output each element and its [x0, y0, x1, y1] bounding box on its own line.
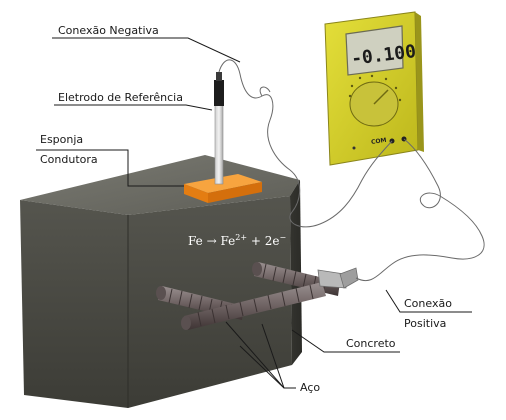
label-positive-line1: Conexão	[404, 297, 452, 310]
positive-clamp	[317, 267, 359, 289]
eq-plus: +	[250, 234, 261, 248]
eq-electrons: 2e	[264, 234, 280, 248]
label-positive-line2: Positiva	[404, 317, 447, 330]
concrete-top-face	[20, 155, 300, 215]
label-sponge-line2: Condutora	[40, 153, 98, 166]
label-sponge-line1: Esponja	[40, 133, 84, 146]
oxidation-equation: Fe → Fe2+ + 2e−	[188, 233, 286, 248]
eq-reactant: Fe	[188, 234, 203, 248]
multimeter-display	[345, 25, 404, 76]
label-reference-electrode: Eletrodo de Referência	[58, 91, 183, 104]
eq-charge: 2+	[235, 233, 248, 242]
steel-rebars	[156, 262, 340, 330]
leader-steel-2	[261, 323, 285, 389]
concrete-front-face	[20, 200, 128, 408]
leader-lines	[36, 37, 472, 389]
leader-negative	[52, 37, 241, 63]
leader-sponge	[36, 149, 184, 187]
dial-marks	[348, 74, 402, 102]
negative-wire	[218, 59, 393, 228]
negative-wire-loop	[259, 86, 271, 97]
concrete-block	[20, 155, 302, 408]
reference-electrode	[214, 72, 224, 185]
eq-product: Fe	[220, 234, 236, 248]
label-concrete: Concreto	[346, 337, 396, 350]
positive-wire	[355, 138, 485, 282]
leader-concrete	[291, 329, 400, 353]
eq-arrow: →	[206, 234, 217, 248]
wires	[218, 59, 485, 282]
multimeter: -0.100 COM	[324, 11, 424, 166]
label-steel: Aço	[300, 381, 321, 394]
eq-electron-sign: −	[279, 233, 287, 242]
leader-steel-3	[239, 345, 285, 389]
leader-positive	[385, 289, 472, 313]
leader-reference	[54, 104, 213, 111]
label-negative-connection: Conexão Negativa	[58, 24, 159, 37]
com-label: COM	[371, 137, 387, 146]
rebar-lower	[181, 282, 326, 330]
